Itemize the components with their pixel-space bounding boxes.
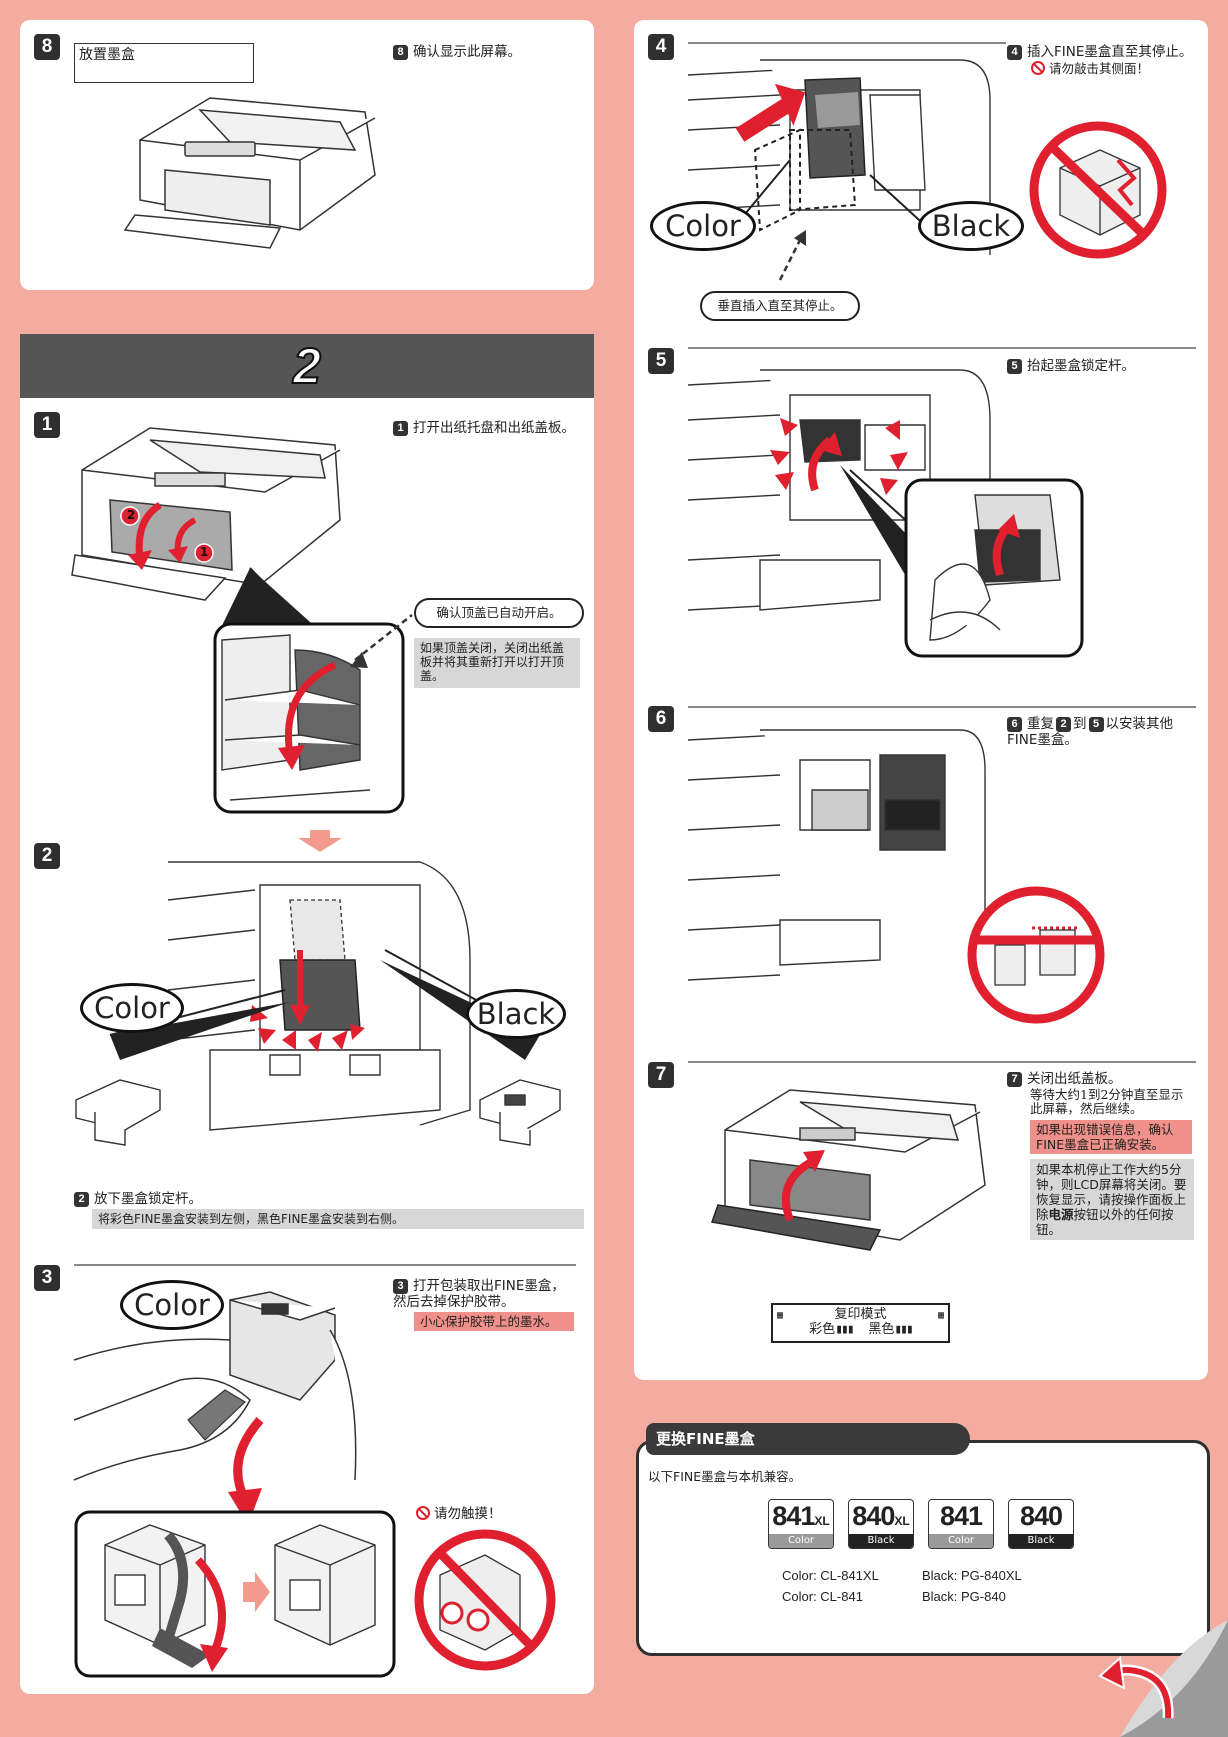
step2-number: 2 (34, 843, 60, 869)
black-model-2: Black: PG-840 (922, 1589, 1006, 1604)
lcd-mode-text: 复印模式 (834, 1307, 887, 1322)
section2-header: 2 (20, 334, 594, 401)
step4-black-bubble: Black (918, 201, 1024, 251)
prohibited-icon (416, 1506, 430, 1520)
lcd-left-grid-icon: ▦ (777, 1310, 784, 1321)
step8-lcd-screen: 放置墨盒 (74, 43, 254, 83)
step3-warning: 请勿触摸！ (416, 1506, 502, 1522)
black-model-1: Black: PG-840XL (922, 1568, 1022, 1583)
step6-number: 6 (648, 706, 674, 732)
step2-black-bubble: Black (466, 989, 566, 1039)
step4-number: 4 (648, 34, 674, 60)
cart-840xl-label: 840XL Black (848, 1499, 914, 1549)
step2-note: 将彩色FINE墨盒安装到左侧，黑色FINE墨盒安装到右侧。 (92, 1209, 584, 1229)
step5-number: 5 (648, 348, 674, 374)
replace-tab: 更换FINE墨盒 (646, 1423, 970, 1455)
step4-rule (688, 42, 1006, 44)
step3-rule (74, 1264, 576, 1266)
section2-title: 2 (292, 337, 322, 395)
step6-rule (688, 706, 1196, 708)
turn-page-arrow-icon (1098, 1655, 1174, 1719)
lcd-ink-levels: 彩色▮▮▮ 黑色▮▮▮ (809, 1322, 914, 1337)
step4-vertical-pill: 垂直插入直至其停止。 (700, 291, 860, 321)
step3-caution: 小心保护胶带上的墨水。 (414, 1312, 574, 1331)
cart-841xl-label: 841XL Color (768, 1499, 834, 1549)
step7-lcd-screen: 复印模式 彩色▮▮▮ 黑色▮▮▮ ▦ ▦ (771, 1303, 950, 1343)
step4-color-bubble: Color (650, 201, 756, 251)
step3-number: 3 (34, 1265, 60, 1291)
step1-callout-1: 1 (199, 545, 209, 559)
step7-rule (688, 1061, 1196, 1063)
step7-note: 如果本机停止工作大约5分钟，则LCD屏幕将关闭。要恢复显示，请按操作面板上除电源… (1030, 1159, 1194, 1240)
color-model-2: Color: CL-841 (782, 1589, 863, 1604)
step1-number: 1 (34, 412, 60, 438)
step8-number: 8 (34, 34, 60, 60)
replace-description: 以下FINE墨盒与本机兼容。 (648, 1469, 802, 1484)
color-model-1: Color: CL-841XL (782, 1568, 879, 1583)
step2-color-bubble: Color (80, 983, 184, 1033)
prohibited-icon (1031, 61, 1045, 75)
step7-caution: 如果出现错误信息，确认FINE墨盒已正确安装。 (1030, 1120, 1192, 1154)
step4-warning: 请勿敲击其侧面！ (1031, 61, 1149, 77)
step7-subtitle: 等待大约1到2分钟直至显示此屏幕，然后继续。 (1030, 1087, 1184, 1116)
step5-rule (688, 347, 1196, 349)
step3-color-bubble: Color (120, 1280, 224, 1330)
cart-841-label: 841 Color (928, 1499, 994, 1549)
step1-note: 如果顶盖关闭，关闭出纸盖板并将其重新打开以打开顶盖。 (414, 638, 580, 688)
cart-840-label: 840 Black (1008, 1499, 1074, 1549)
replace-box (636, 1440, 1210, 1656)
step1-confirm-callout: 确认顶盖已自动开启。 (414, 598, 584, 628)
step7-number: 7 (648, 1062, 674, 1088)
step1-callout-2: 2 (126, 508, 136, 522)
lcd-right-grid-icon: ▦ (937, 1310, 944, 1321)
